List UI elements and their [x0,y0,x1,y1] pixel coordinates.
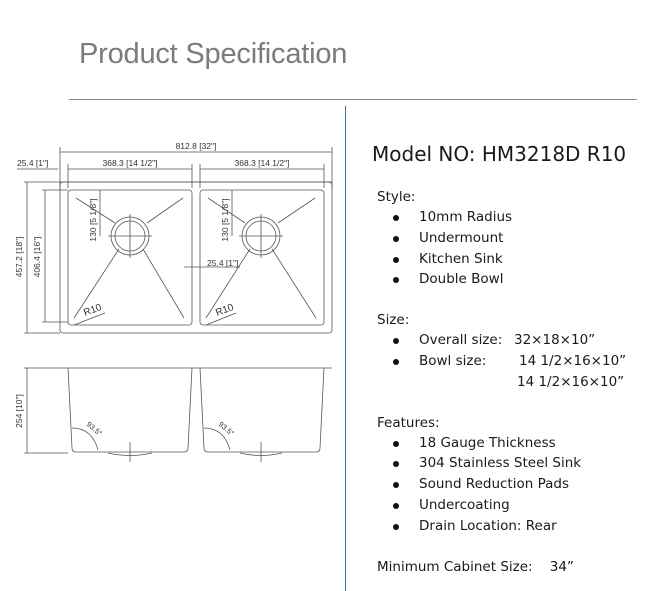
list-item: Bowl size: 14 1/2×16×10” [372,351,670,372]
spec-panel: Model NO: HM3218D R10 Style: 10mm Radius… [372,140,670,577]
overall-size-label: Overall size: [419,332,503,349]
min-cabinet-size: Minimum Cabinet Size: 34” [377,557,670,577]
column-divider [345,106,346,591]
title-divider [69,99,637,100]
right-radius-label: R10 [214,302,235,319]
list-item: 10mm Radius [372,207,670,228]
model-number: Model NO: HM3218D R10 [372,142,627,166]
sink-technical-drawing: 812.8 [32"] 368.3 [14 1/2"] 368.3 [14 1/… [14,141,333,462]
left-drain-offset-label: 130 [5 1/8"] [88,198,98,241]
list-item: Sound Reduction Pads [372,474,670,495]
min-cabinet-value: 34” [549,558,574,575]
overall-depth-label: 457.2 [18"] [14,237,24,278]
list-item: Double Bowl [372,269,670,290]
right-bowl-width-label: 368.3 [14 1/2"] [234,158,289,168]
list-item: 18 Gauge Thickness [372,433,670,454]
list-item: Kitchen Sink [372,249,670,270]
bowl-size-value: 14 1/2×16×10” [519,352,627,369]
features-heading: Features: [377,414,440,431]
list-item: Drain Location: Rear [372,516,670,537]
features-list: 18 Gauge Thickness 304 Stainless Steel S… [372,433,670,537]
style-list: 10mm Radius Undermount Kitchen Sink Doub… [372,207,670,290]
page-title: Product Specification [79,38,348,70]
bowl-size-value-2: 14 1/2×16×10” [517,373,625,390]
bowl-depth-label: 406.4 [16"] [32,237,42,278]
right-drain-offset-label: 130 [5 1/8"] [220,198,230,241]
flange-width-label: 25.4 [1"] [17,158,48,168]
left-radius-label: R10 [82,302,103,319]
left-angle-label: 93.5° [85,420,104,438]
size-heading: Size: [377,312,410,329]
height-label: 254 [10"] [14,394,24,428]
style-heading: Style: [377,189,416,205]
list-item: Overall size: 32×18×10” [372,330,670,351]
min-cabinet-label: Minimum Cabinet Size: [377,558,533,575]
left-bowl-width-label: 368.3 [14 1/2"] [102,158,157,168]
list-item: Undercoating [372,495,670,516]
bowl-size-label: Bowl size: [419,352,487,369]
overall-size-value: 32×18×10” [514,332,596,349]
list-item: Undermount [372,228,670,249]
list-item: 304 Stainless Steel Sink [372,453,670,474]
size-list: Overall size: 32×18×10” Bowl size: 14 1/2×… [372,330,670,372]
divider-width-label: 25.4 [1"] [207,258,238,268]
right-angle-label: 93.5° [217,420,236,438]
overall-width-label: 812.8 [32"] [176,141,217,151]
